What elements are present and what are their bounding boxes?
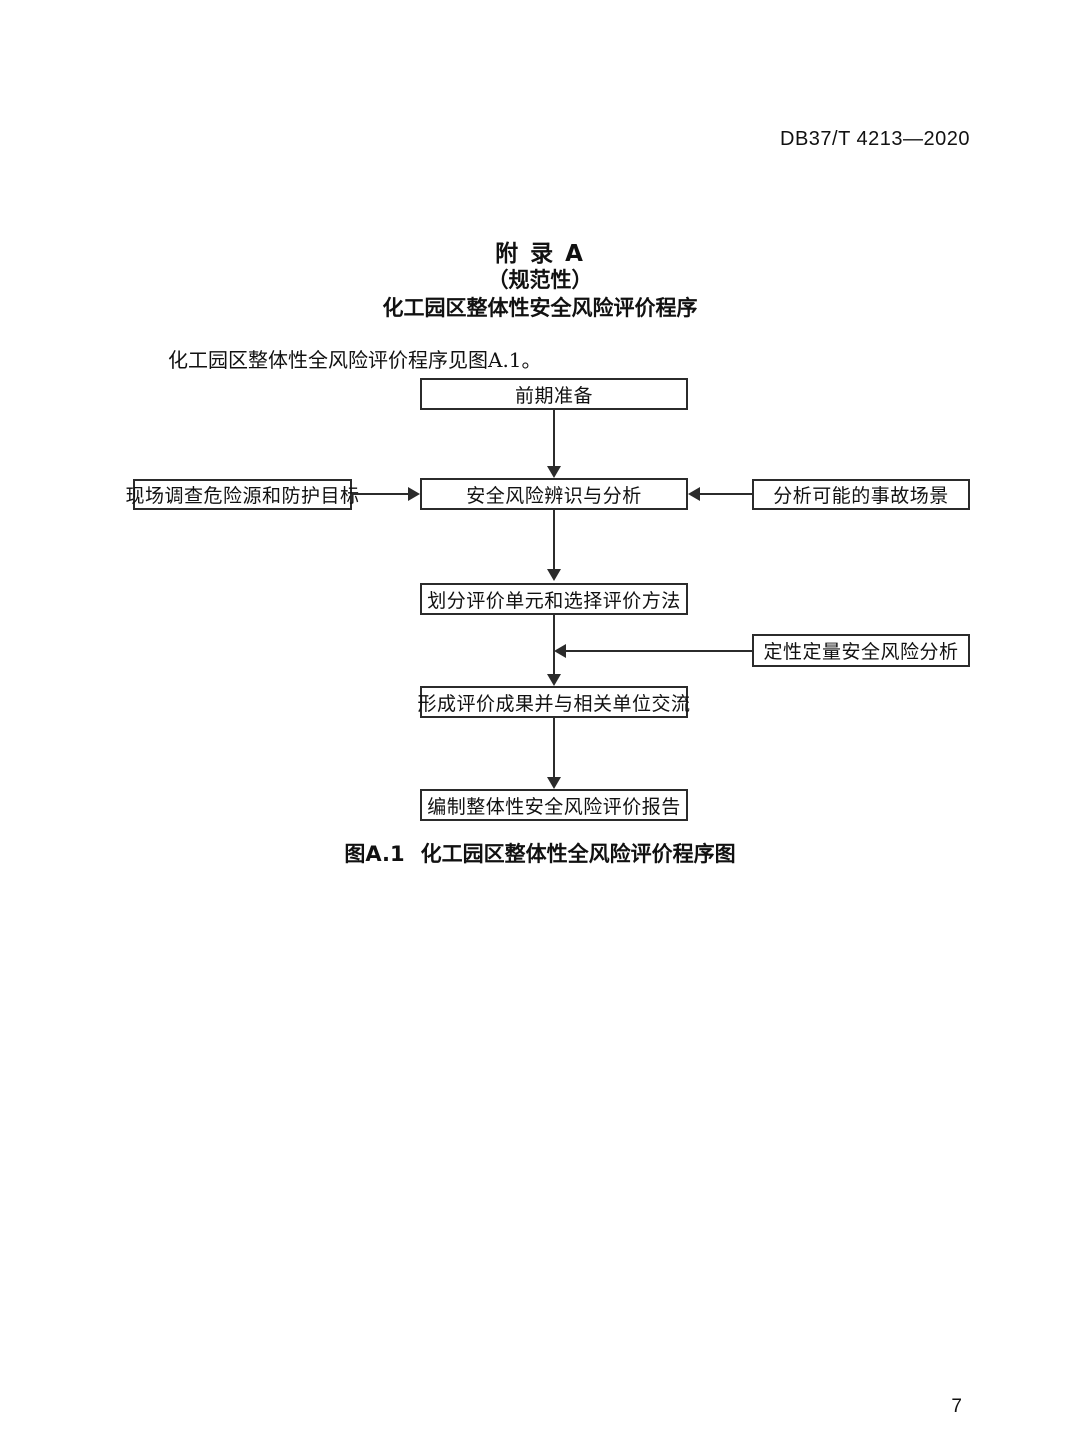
flowchart: 前期准备 安全风险辨识与分析 现场调查危险源和防护目标 分析可能的事故场景 划分… (0, 370, 1080, 840)
flow-node-prep: 前期准备 (420, 378, 688, 410)
flow-node-survey: 现场调查危险源和防护目标 (126, 479, 359, 510)
flow-edge-scenario-to-identify (700, 493, 752, 495)
body-paragraph: 化工园区整体性全风险评价程序见图A.1。 (168, 348, 542, 372)
arrow-left-icon (688, 487, 700, 501)
figure-caption-number: 图A.1 (344, 842, 405, 866)
flow-node-quant: 定性定量安全风险分析 (752, 634, 970, 667)
flow-node-scenario: 分析可能的事故场景 (752, 479, 970, 510)
flow-edge-prep-to-identify (553, 410, 555, 468)
annex-subject: 化工园区整体性安全风险评价程序 (382, 296, 698, 320)
flow-node-results: 形成评价成果并与相关单位交流 (418, 686, 690, 718)
figure-caption-text: 化工园区整体性全风险评价程序图 (420, 842, 736, 866)
document-header-standard-number: DB37/T 4213—2020 (780, 128, 970, 150)
flow-edge-quant-to-spine (566, 650, 752, 652)
arrow-down-icon (547, 466, 561, 478)
annex-kind: （规范性） (487, 268, 593, 292)
flow-node-report: 编制整体性安全风险评价报告 (420, 789, 688, 821)
arrow-left-icon (554, 644, 566, 658)
flow-node-unit-method: 划分评价单元和选择评价方法 (420, 583, 688, 615)
arrow-down-icon (547, 777, 561, 789)
annex-title: 附 录 A (495, 241, 585, 267)
arrow-down-icon (547, 674, 561, 686)
arrow-down-icon (547, 569, 561, 581)
flow-edge-identify-to-unit-method (553, 510, 555, 571)
flow-edge-survey-to-identify (352, 493, 408, 495)
flow-edge-results-to-report (553, 718, 555, 779)
page-number: 7 (951, 1396, 962, 1417)
arrow-right-icon (408, 487, 420, 501)
flow-node-identify: 安全风险辨识与分析 (420, 478, 688, 510)
figure-caption: 图A.1 化工园区整体性全风险评价程序图 (0, 838, 1080, 868)
